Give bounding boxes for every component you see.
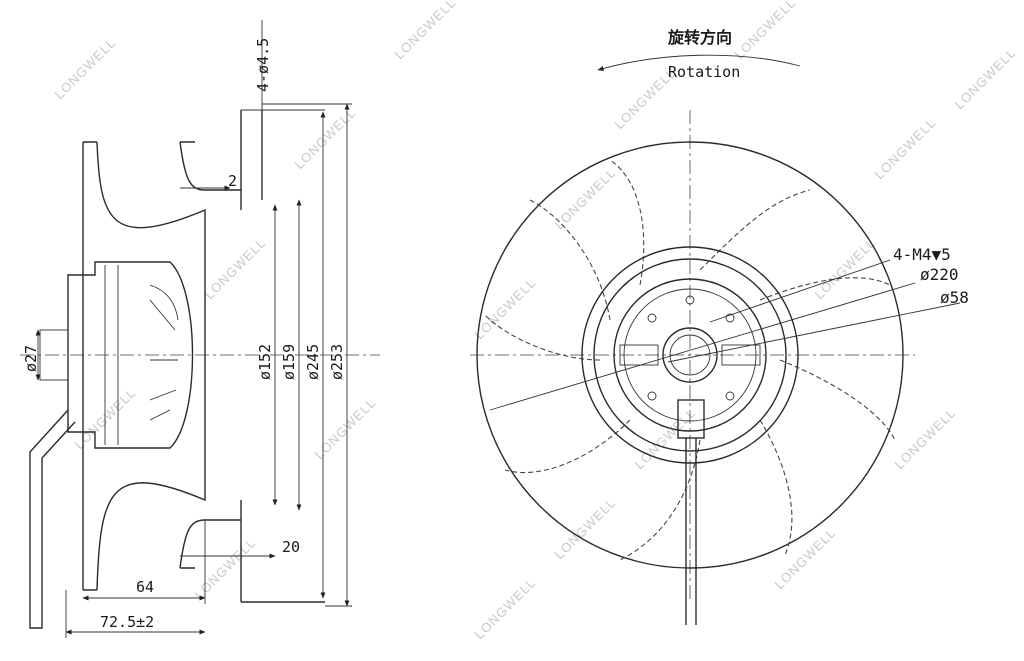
watermark-layer: LONGWELL LONGWELL LONGWELL LONGWELL LONG… [52,0,1019,642]
screw-hole [647,313,657,323]
screw-hole [685,295,695,305]
rotation-label-cn: 旋转方向 [667,28,732,47]
front-plate [82,141,97,591]
shroud-top [179,141,241,191]
leader-d58 [667,302,961,363]
blade [609,159,645,286]
dim-d58: ø58 [940,288,969,307]
watermark: LONGWELL [812,235,879,302]
dim-gap: 2 [228,172,237,190]
watermark: LONGWELL [732,0,799,62]
leader-screws [709,259,891,323]
watermark: LONGWELL [392,0,459,62]
rotation-arrow [597,54,801,71]
leader-d220 [489,282,916,411]
watermark: LONGWELL [952,45,1019,112]
watermark: LONGWELL [472,575,539,642]
dim-depth-total: 72.5±2 [100,613,154,631]
side-view: 4-ø4.5 2 ø152 ø159 ø245 ø253 ø27 20 64 7… [20,20,380,638]
hub-ring-mid [593,258,787,452]
screw-hole [725,391,735,401]
watermark: LONGWELL [52,35,119,102]
motor-fins [149,284,179,421]
hub-slot-left [619,344,659,366]
dim-d253: ø253 [328,344,346,380]
screw-hole [647,391,657,401]
cable-gland [677,399,705,439]
dim-flange: 20 [282,538,300,556]
dim-d159: ø159 [280,344,298,380]
hub-slot-right [721,344,761,366]
blade [759,419,793,556]
front-view: 旋转方向 Rotation [470,28,969,625]
outer-rim [476,141,904,569]
watermark: LONGWELL [312,395,379,462]
dim-holes: 4-ø4.5 [254,38,272,92]
impeller-outline-top [96,141,206,591]
dim-d220: ø220 [920,265,959,284]
dim-d152: ø152 [256,344,274,380]
motor-rib [104,265,119,445]
watermark: LONGWELL [552,165,619,232]
dim-d245: ø245 [304,344,322,380]
shaft-circle-inner [669,334,711,376]
motor-hub [67,261,194,449]
watermark: LONGWELL [872,115,939,182]
dim-d27: ø27 [22,345,40,372]
cable [29,409,76,629]
blade [699,189,811,271]
dim-depth64: 64 [136,578,154,596]
bracket-top [240,110,263,210]
dim-screws: 4-M4▼5 [893,245,951,264]
hub-ring-outer [581,246,799,464]
blade [619,439,701,561]
rotation-label-en: Rotation [668,63,740,81]
watermark: LONGWELL [292,105,359,172]
bracket-bottom [240,500,325,603]
watermark: LONGWELL [202,235,269,302]
hub-ring-core [623,288,757,422]
blade [529,199,611,321]
watermark: LONGWELL [192,535,259,602]
watermark: LONGWELL [892,405,959,472]
shaft-circle [662,327,718,383]
hub-ring-inner [613,278,767,432]
blade [484,314,601,361]
screw-hole [725,313,735,323]
